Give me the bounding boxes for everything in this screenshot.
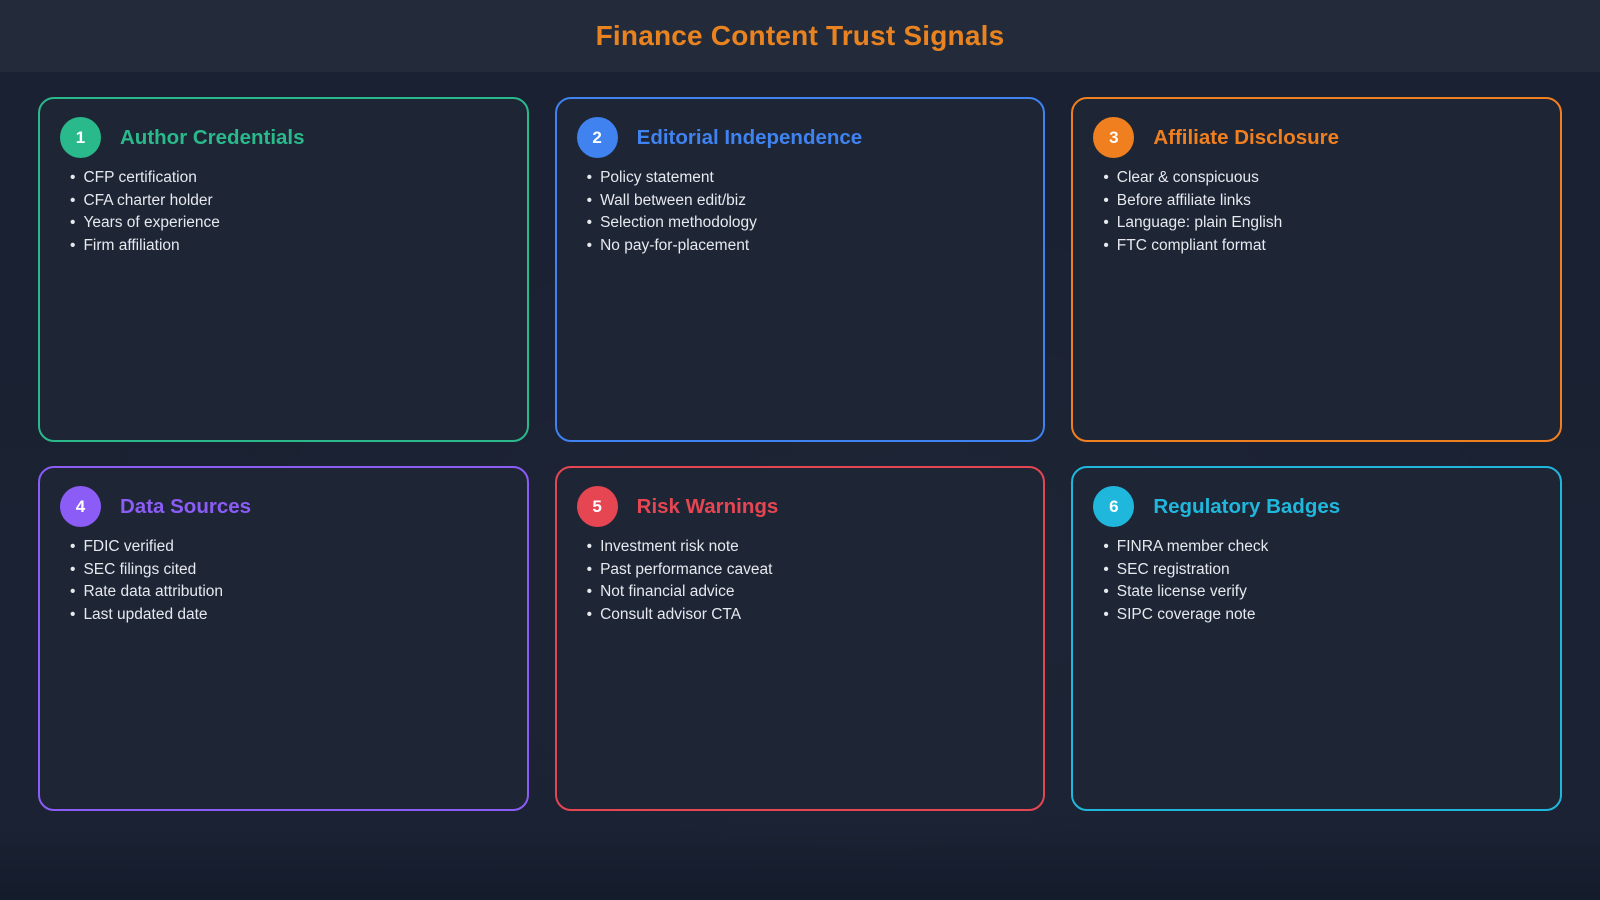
card-number-badge: 4 bbox=[60, 486, 101, 527]
page-title: Finance Content Trust Signals bbox=[595, 20, 1005, 51]
list-item: Policy statement bbox=[587, 167, 1024, 190]
list-item: FDIC verified bbox=[70, 536, 507, 559]
card-title: Risk Warnings bbox=[636, 494, 779, 518]
list-item: Consult advisor CTA bbox=[587, 604, 1024, 627]
card-header: 4 Data Sources bbox=[60, 486, 507, 527]
card-number-badge: 5 bbox=[576, 486, 618, 527]
list-item: Before affiliate links bbox=[1103, 190, 1540, 213]
list-item: Selection methodology bbox=[587, 212, 1024, 235]
card-number-badge: 1 bbox=[60, 117, 101, 158]
card-affiliate-disclosure: 3 Affiliate Disclosure Clear & conspicuo… bbox=[1071, 97, 1562, 442]
list-item: Firm affiliation bbox=[70, 235, 507, 258]
card-title: Editorial Independence bbox=[636, 125, 863, 149]
list-item: FTC compliant format bbox=[1103, 235, 1540, 258]
list-item: CFP certification bbox=[70, 167, 507, 190]
card-header: 5 Risk Warnings bbox=[576, 486, 1024, 527]
card-number-badge: 6 bbox=[1093, 486, 1135, 527]
card-author-credentials: 1 Author Credentials CFP certification C… bbox=[38, 97, 529, 442]
list-item: FINRA member check bbox=[1103, 536, 1540, 559]
list-item: Years of experience bbox=[70, 212, 507, 235]
list-item: Rate data attribution bbox=[70, 581, 507, 604]
card-number-badge: 2 bbox=[576, 117, 618, 158]
card-list: FDIC verified SEC filings cited Rate dat… bbox=[60, 536, 507, 626]
list-item: SIPC coverage note bbox=[1103, 604, 1540, 627]
list-item: Not financial advice bbox=[587, 581, 1024, 604]
card-header: 1 Author Credentials bbox=[60, 117, 507, 158]
list-item: Last updated date bbox=[70, 604, 507, 627]
cards-grid: 1 Author Credentials CFP certification C… bbox=[0, 72, 1600, 811]
list-item: State license verify bbox=[1103, 581, 1540, 604]
list-item: CFA charter holder bbox=[70, 190, 507, 213]
card-regulatory-badges: 6 Regulatory Badges FINRA member check S… bbox=[1071, 466, 1562, 811]
list-item: Investment risk note bbox=[587, 536, 1024, 559]
list-item: Wall between edit/biz bbox=[587, 190, 1024, 213]
card-title: Affiliate Disclosure bbox=[1153, 125, 1340, 149]
card-number-badge: 3 bbox=[1093, 117, 1135, 158]
card-header: 6 Regulatory Badges bbox=[1093, 486, 1540, 527]
card-list: Policy statement Wall between edit/biz S… bbox=[577, 167, 1024, 257]
list-item: SEC registration bbox=[1103, 559, 1540, 582]
list-item: Past performance caveat bbox=[587, 559, 1024, 582]
list-item: SEC filings cited bbox=[70, 559, 507, 582]
card-editorial-independence: 2 Editorial Independence Policy statemen… bbox=[554, 97, 1046, 442]
card-title: Regulatory Badges bbox=[1153, 494, 1341, 518]
card-title: Data Sources bbox=[120, 494, 252, 518]
card-risk-warnings: 5 Risk Warnings Investment risk note Pas… bbox=[554, 466, 1046, 811]
header: Finance Content Trust Signals bbox=[0, 0, 1600, 72]
card-list: Clear & conspicuous Before affiliate lin… bbox=[1093, 167, 1540, 257]
list-item: No pay-for-placement bbox=[587, 235, 1024, 258]
card-list: FINRA member check SEC registration Stat… bbox=[1093, 536, 1540, 626]
list-item: Language: plain English bbox=[1103, 212, 1540, 235]
card-header: 2 Editorial Independence bbox=[576, 117, 1024, 158]
list-item: Clear & conspicuous bbox=[1103, 167, 1540, 190]
card-list: Investment risk note Past performance ca… bbox=[577, 536, 1024, 626]
card-header: 3 Affiliate Disclosure bbox=[1093, 117, 1540, 158]
card-list: CFP certification CFA charter holder Yea… bbox=[60, 167, 507, 257]
card-title: Author Credentials bbox=[120, 125, 305, 149]
card-data-sources: 4 Data Sources FDIC verified SEC filings… bbox=[38, 466, 529, 811]
